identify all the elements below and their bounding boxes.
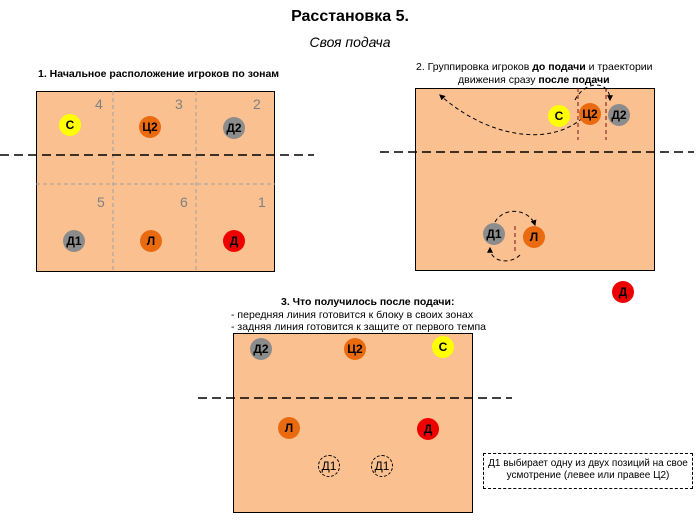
zone-label-2: 2 <box>253 96 261 112</box>
zone-label-4: 4 <box>95 96 103 112</box>
court-initial: 4 3 2 5 6 1 С Ц2 Д2 Д1 Л Д <box>36 91 275 272</box>
player-middle-c2: Ц2 <box>139 116 161 138</box>
trajectory-setter-arrow <box>439 94 593 136</box>
court1-zone-grid <box>36 91 275 272</box>
zone-label-5: 5 <box>97 194 105 210</box>
player-opposite: Д <box>223 230 245 252</box>
page-subtitle: Своя подача <box>309 34 391 50</box>
court3-player-opposite: Д <box>417 418 439 440</box>
court3-player-libero: Л <box>278 417 300 439</box>
section2-caption-line1: 2. Группировка игроков до подачи и траек… <box>416 61 653 73</box>
court2-player-middle-c2: Ц2 <box>579 103 601 125</box>
court3-player-d2: Д2 <box>250 338 272 360</box>
zone-label-1: 1 <box>258 194 266 210</box>
trajectory-back-top-arc <box>494 211 537 227</box>
court2-player-d1: Д1 <box>483 223 505 245</box>
player-libero: Л <box>140 230 162 252</box>
court2-player-d2: Д2 <box>608 104 630 126</box>
court3-player-middle-c2: Ц2 <box>344 338 366 360</box>
court3-player-setter: С <box>432 336 454 358</box>
zone-label-6: 6 <box>180 194 188 210</box>
section1-caption: 1. Начальное расположение игроков по зон… <box>38 68 280 80</box>
d1-choice-note: Д1 выбирает одну из двух позиций на свое… <box>483 453 693 489</box>
court3-d1-option-right: Д1 <box>371 455 393 477</box>
court2-player-setter: С <box>548 105 570 127</box>
player-d2: Д2 <box>223 117 245 139</box>
section3-back-line-text: - задняя линия готовится к защите от пер… <box>231 321 487 333</box>
page-title: Расстановка 5. <box>291 8 409 25</box>
court2-player-libero: Л <box>523 226 545 248</box>
court3-d1-option-left: Д1 <box>318 455 340 477</box>
section2-caption-line2: движения сразу после подачи <box>458 74 610 86</box>
section3-front-line-text: - передняя линия готовится к блоку в сво… <box>231 309 474 321</box>
zone-label-3: 3 <box>175 96 183 112</box>
trajectory-back-bottom-arc <box>487 246 521 262</box>
section3-caption: 3. Что получилось после подачи: <box>281 296 455 308</box>
player-setter: С <box>59 114 81 136</box>
trajectory-middle-arc <box>574 84 613 102</box>
player-d1: Д1 <box>63 230 85 252</box>
court2-player-opposite: Д <box>612 281 634 303</box>
